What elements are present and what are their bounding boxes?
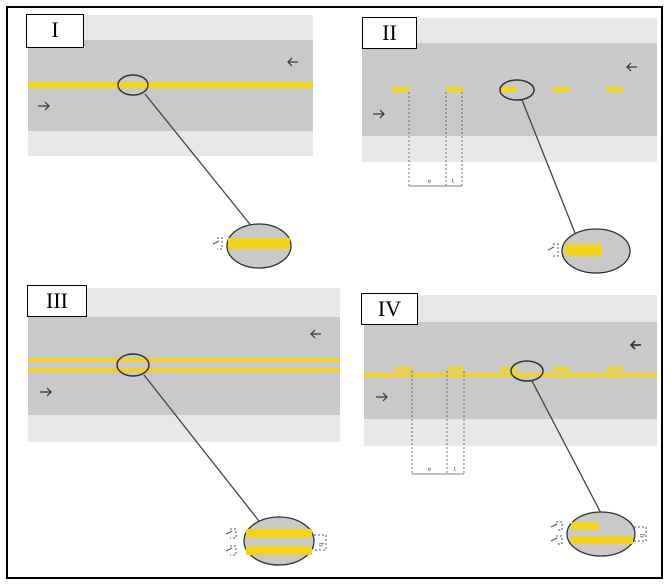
- arrow-left-icon: [629, 340, 641, 350]
- panel-i: [28, 15, 313, 269]
- panel-iii: b: [28, 288, 340, 566]
- broken-center-line: [392, 87, 623, 92]
- dimension-e: e: [428, 177, 431, 185]
- detail-ellipse: [225, 516, 327, 566]
- leader-line: [531, 380, 604, 518]
- arrow-right-icon: [38, 101, 50, 111]
- detail-ellipse: [212, 223, 292, 269]
- dimension-lines: [411, 371, 465, 474]
- figure-frame: [6, 6, 663, 579]
- magnifier-circle: [117, 74, 149, 96]
- panel-iv: e t b: [364, 295, 657, 557]
- detail-ellipse: [547, 228, 631, 274]
- arrow-right-icon: [40, 387, 52, 397]
- magnifier-circle: [510, 360, 544, 382]
- dimension-t: t: [452, 177, 454, 185]
- double-line-lower: [28, 368, 340, 372]
- arrow-left-icon: [287, 57, 298, 67]
- broken-line: [395, 367, 623, 371]
- leader-line: [521, 99, 576, 234]
- dimension-e: e: [428, 465, 431, 473]
- magnifier-circle: [499, 79, 535, 101]
- panel-label-iii: III: [27, 285, 87, 317]
- dimension-t: t: [454, 465, 456, 473]
- detail-ellipse: [550, 511, 647, 557]
- arrow-right-icon: [373, 109, 385, 119]
- panel-label-i: I: [26, 14, 84, 48]
- road-lanes: [28, 317, 340, 415]
- dimension-b: b: [638, 534, 646, 538]
- solid-center-line: [28, 82, 313, 88]
- panel-ii: e t: [362, 18, 657, 274]
- magnifier-circle: [116, 353, 150, 377]
- panel-label-ii: II: [362, 17, 417, 49]
- panel-label-iv: IV: [361, 293, 418, 325]
- solid-line: [364, 373, 657, 377]
- dimension-b: b: [317, 543, 325, 547]
- double-line-upper: [28, 358, 340, 362]
- leader-line: [143, 374, 260, 522]
- arrow-left-icon: [626, 62, 637, 72]
- arrow-right-icon: [376, 392, 388, 402]
- leader-line: [144, 93, 254, 229]
- arrow-left-icon: [310, 329, 321, 339]
